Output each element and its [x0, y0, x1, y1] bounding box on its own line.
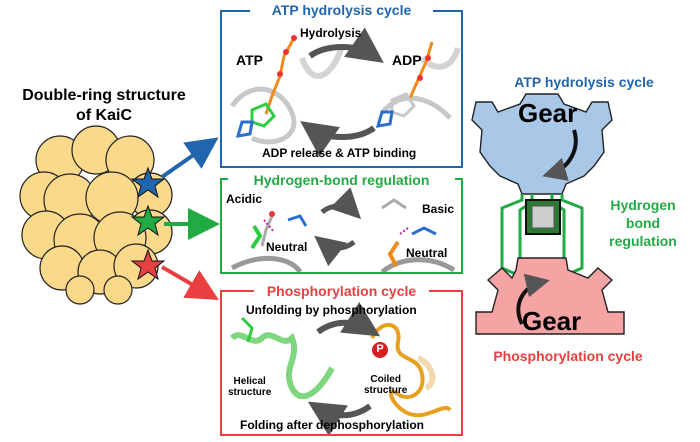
atp-panel-title: ATP hydrolysis cycle: [250, 2, 433, 18]
kaic-structure: [19, 125, 173, 305]
gear-top-label: ATP hydrolysis cycle: [514, 74, 654, 90]
phos-panel-graphics: [229, 302, 452, 434]
top-gear-icon: [471, 93, 613, 195]
kaic-title: Double-ring structure of KaiC: [4, 86, 204, 126]
hbond-panel-graphics: [230, 187, 456, 272]
neutral-right-label: Neutral: [406, 246, 448, 260]
hydrolysis-label: Hydrolysis: [300, 26, 362, 40]
adp-release-label: ADP release & ATP binding: [262, 146, 417, 160]
phos-panel-title: Phosphorylation cycle: [254, 283, 429, 299]
coiled-line2: structure: [364, 385, 408, 396]
atp-panel-graphics: [229, 27, 461, 157]
red-star-icon: [130, 248, 166, 281]
hbond-side-line1: Hydrogen: [610, 197, 676, 213]
green-star-icon: [130, 204, 166, 237]
phosphate-icon: [370, 340, 390, 360]
gears-graphics: [471, 93, 625, 335]
helical-line1: Helical: [233, 376, 266, 387]
bottom-gear-label: Gear: [522, 306, 582, 336]
arrow-to-phos: [160, 265, 219, 301]
basic-label: Basic: [422, 202, 455, 216]
phosphate-label: P: [376, 343, 384, 355]
top-gear-label: Gear: [518, 98, 578, 128]
kaic-title-line2: of KaiC: [76, 107, 132, 124]
folding-label: Folding after dephosphorylation: [240, 418, 424, 432]
helical-line2: structure: [228, 387, 272, 398]
arrow-to-atp: [160, 137, 219, 179]
helical-label: Helical structure: [228, 376, 271, 398]
hbond-panel-title: Hydrogen-bond regulation: [228, 172, 455, 188]
gear-bottom-label: Phosphorylation cycle: [493, 348, 643, 364]
neutral-left-label: Neutral: [266, 240, 308, 254]
coiled-label: Coiled structure: [364, 374, 407, 396]
hbond-side-line3: regulation: [609, 233, 677, 249]
kaic-title-line1: Double-ring structure: [22, 87, 186, 104]
atp-label: ATP: [236, 52, 263, 68]
coiled-line1: Coiled: [370, 374, 401, 385]
unfolding-label: Unfolding by phosphorylation: [246, 303, 417, 317]
hbond-side-label: Hydrogen bond regulation: [598, 196, 688, 250]
blue-star-icon: [130, 166, 166, 199]
bottom-gear-icon: [475, 257, 625, 335]
hbond-side-line2: bond: [625, 215, 661, 231]
acidic-label: Acidic: [226, 192, 263, 206]
adp-label: ADP: [392, 52, 422, 68]
